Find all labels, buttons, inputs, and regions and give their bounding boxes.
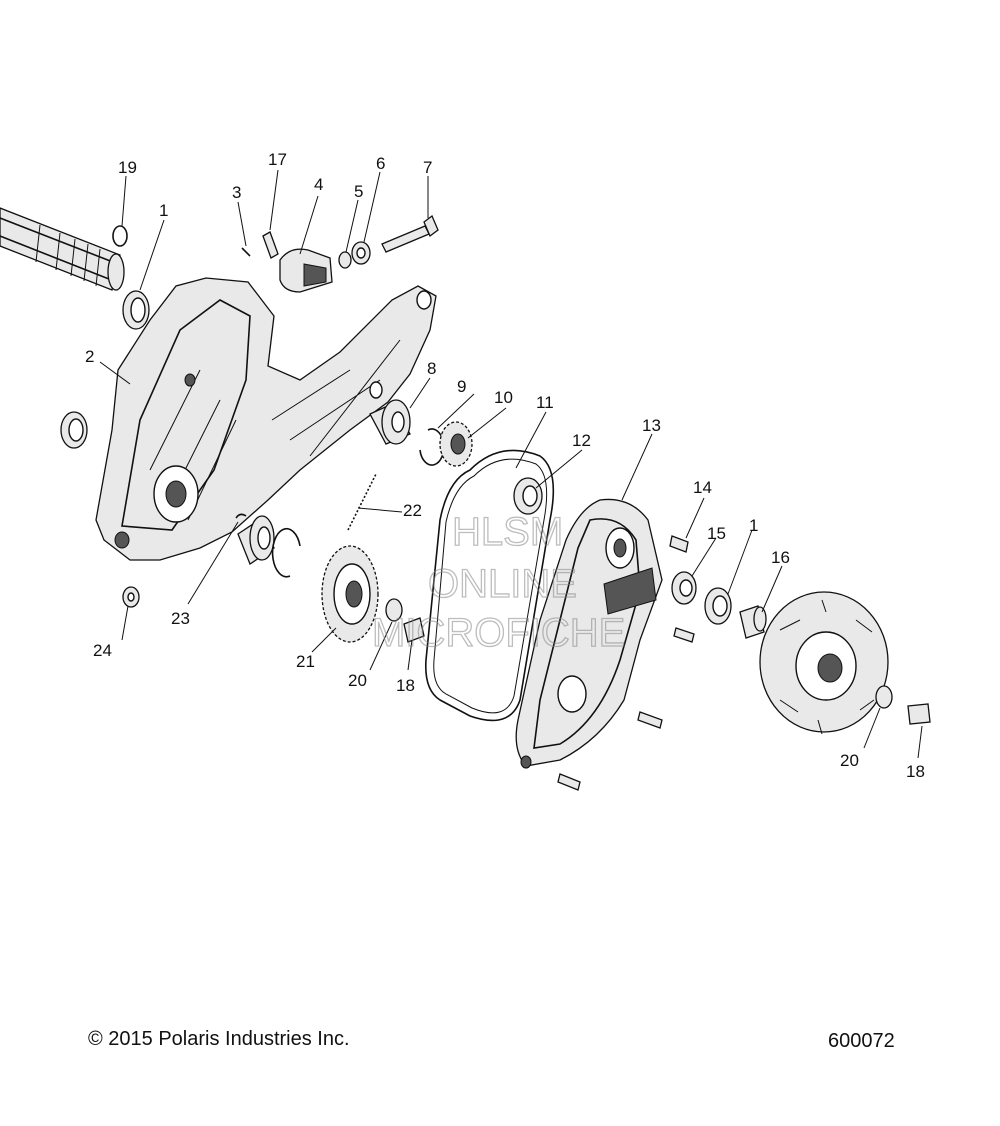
oil-seal-1 — [122, 290, 150, 330]
gear-21 — [321, 545, 379, 643]
callout-21: 21 — [296, 652, 315, 671]
callout-24: 24 — [93, 641, 112, 660]
sprocket-10 — [439, 421, 473, 467]
bolt-18-center — [403, 617, 425, 643]
tensioner-block-4 — [279, 248, 333, 293]
callout-20-center: 20 — [348, 671, 367, 690]
watermark-line-2: ONLINE — [428, 562, 577, 606]
pin-17 — [262, 231, 279, 259]
callout-11: 11 — [536, 393, 554, 412]
bearing-8 — [369, 399, 411, 445]
callout-12: 12 — [572, 431, 591, 450]
snap-ring-19 — [112, 225, 128, 247]
callout-4: 4 — [314, 175, 323, 194]
chaincase-housing-2 — [95, 277, 437, 561]
watermark-line-1: HLSM — [452, 510, 563, 554]
callout-9: 9 — [457, 377, 466, 396]
callout-10: 10 — [494, 388, 513, 407]
nut-24 — [122, 586, 140, 608]
callout-numbers: 19 1 3 17 4 5 6 7 2 8 9 10 11 12 13 22 1… — [85, 150, 925, 781]
callout-6: 6 — [376, 154, 385, 173]
nut-5 — [338, 251, 352, 269]
pin-3 — [241, 247, 251, 257]
watermark-line-3: MICROFICHE — [372, 611, 625, 655]
callout-5: 5 — [354, 182, 363, 201]
snap-ring-lower — [271, 527, 301, 578]
bolt-7 — [381, 214, 439, 253]
bearing-15 — [671, 571, 697, 605]
bolt-cover-mid — [673, 627, 695, 643]
axle-shaft — [0, 207, 125, 291]
bolt-18-right — [907, 703, 931, 725]
callout-18-right: 18 — [906, 762, 925, 781]
washer-20-center — [385, 598, 403, 622]
chain-22 — [347, 473, 377, 531]
callout-23: 23 — [171, 609, 190, 628]
callout-22: 22 — [403, 501, 422, 520]
callout-20-right: 20 — [840, 751, 859, 770]
callout-1-right: 1 — [749, 516, 758, 535]
diagram-part-number: 600072 — [828, 1030, 895, 1052]
callout-3: 3 — [232, 183, 241, 202]
copyright-text: © 2015 Polaris Industries Inc. — [88, 1028, 350, 1050]
bolt-cover-bottom — [557, 773, 581, 791]
callout-18-center: 18 — [396, 676, 415, 695]
callout-15: 15 — [707, 524, 726, 543]
washer-20-right — [875, 685, 893, 709]
callout-1-top: 1 — [159, 201, 168, 220]
callout-8: 8 — [427, 359, 436, 378]
chaincase-cover-13 — [515, 498, 663, 769]
bolt-14 — [669, 535, 689, 553]
callout-19: 19 — [118, 158, 137, 177]
callout-17: 17 — [268, 150, 287, 169]
bearing-23 — [235, 513, 275, 565]
brake-disc — [759, 591, 889, 735]
bushing-16 — [739, 605, 767, 639]
gasket-11 — [424, 449, 555, 722]
oil-seal-1-right — [704, 587, 732, 625]
washer-6 — [351, 241, 371, 265]
bolt-cover-low — [637, 711, 663, 729]
watermark: HLSM ONLINE MICROFICHE — [371, 509, 626, 655]
seal-12 — [513, 477, 543, 515]
callout-7: 7 — [423, 158, 432, 177]
callout-2: 2 — [85, 347, 94, 366]
callout-16: 16 — [771, 548, 790, 567]
oil-seal-left — [60, 411, 88, 449]
callout-14: 14 — [693, 478, 712, 497]
leader-lines — [99, 169, 923, 759]
callout-13: 13 — [642, 416, 661, 435]
